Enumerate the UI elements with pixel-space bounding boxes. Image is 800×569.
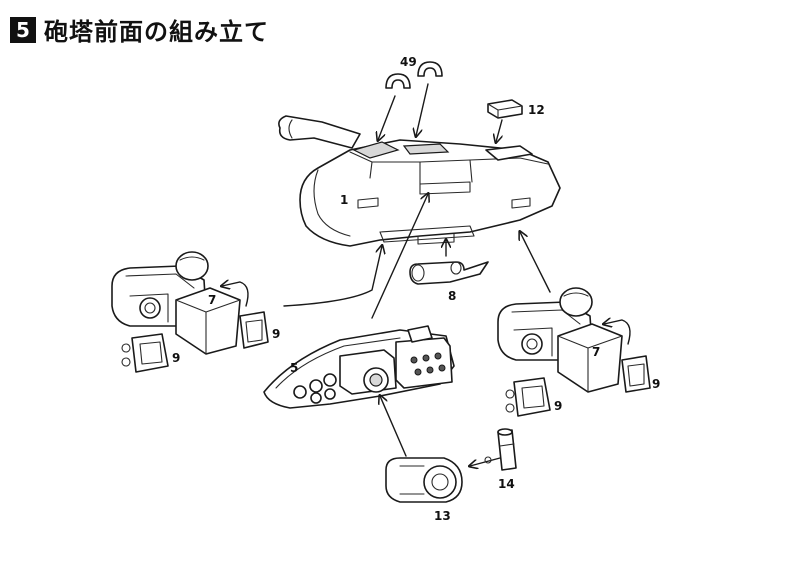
label-49: 49 <box>400 55 417 69</box>
label-9-left-b: 9 <box>172 351 180 365</box>
arrow-13-to-5 <box>380 396 407 457</box>
part-5-front-plate <box>263 325 455 409</box>
part-9-right-a <box>621 355 651 393</box>
part-9-right-b <box>505 377 551 417</box>
part-9-left-b <box>121 333 169 373</box>
label-9-right-a: 9 <box>652 377 660 391</box>
part-8-bracket <box>409 261 489 285</box>
part-13-mantlet <box>385 457 463 503</box>
part-49-clip-left <box>385 73 411 89</box>
part-1-turret-body <box>278 115 561 247</box>
label-14: 14 <box>498 477 515 491</box>
part-7-left <box>175 287 241 355</box>
label-12: 12 <box>528 103 545 117</box>
label-13: 13 <box>434 509 451 523</box>
step-number-badge: 5 <box>10 16 36 43</box>
arrow-right-assembly-to-body <box>520 232 551 293</box>
part-49-clip-right <box>417 61 443 77</box>
part-14-post <box>497 428 517 471</box>
step-title: 砲塔前面の組み立て <box>44 18 269 46</box>
arrow-7-left <box>222 282 249 307</box>
part-9-left-a <box>239 311 269 349</box>
arrow-5-to-body <box>371 194 428 319</box>
label-7-left: 7 <box>208 293 216 307</box>
step-header: 5 砲塔前面の組み立て <box>10 12 269 47</box>
arrow-14-to-13 <box>470 457 501 466</box>
label-9-left-a: 9 <box>272 327 280 341</box>
label-9-right-b: 9 <box>554 399 562 413</box>
label-8: 8 <box>448 289 456 303</box>
arrow-49-left <box>378 95 396 140</box>
label-7-right: 7 <box>592 345 600 359</box>
arrow-left-assembly-to-body <box>283 246 382 307</box>
label-1: 1 <box>340 193 348 207</box>
part-12-block <box>487 99 523 119</box>
part-7-right <box>557 323 623 393</box>
label-5: 5 <box>290 361 298 375</box>
arrow-7-right <box>604 320 631 345</box>
arrow-12 <box>496 119 502 142</box>
arrow-49-right <box>416 83 429 136</box>
